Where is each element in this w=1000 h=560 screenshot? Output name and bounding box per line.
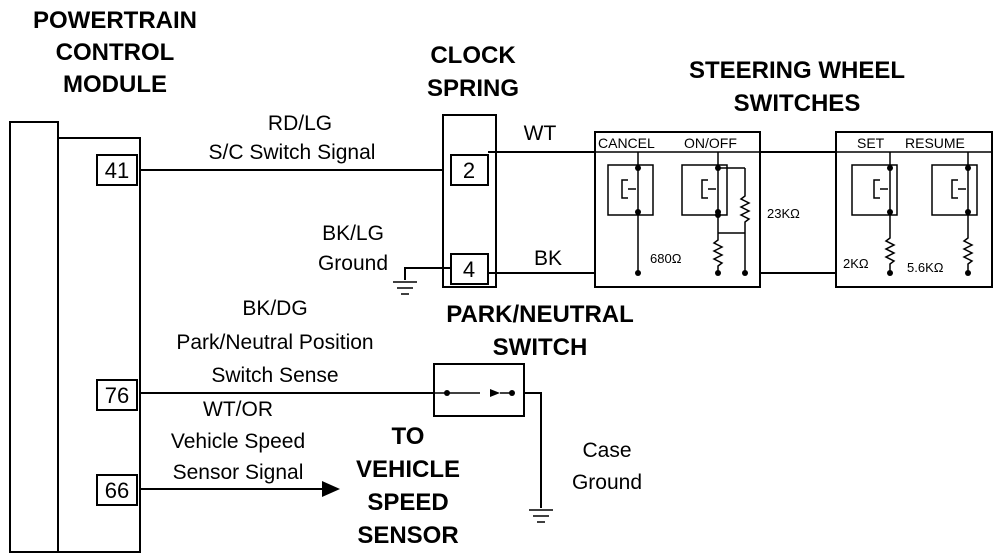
vss-title-line2: VEHICLE	[356, 456, 460, 483]
pn-wire-name-line1: Park/Neutral Position	[176, 331, 373, 354]
vss-title-line3: SPEED	[367, 489, 448, 516]
resistor-2k-label: 2KΩ	[843, 256, 869, 271]
clock-spring-title-line2: SPRING	[427, 75, 519, 102]
vss-wire-name-line1: Vehicle Speed	[171, 430, 305, 453]
vss-title-line1: TO	[392, 423, 425, 450]
vss-arrow-icon	[322, 481, 340, 497]
pcm-pin-76-label: 76	[105, 383, 129, 408]
pn-switch-title-line1: PARK/NEUTRAL	[446, 301, 634, 328]
resistor-680	[712, 233, 724, 276]
pcm-pin-66-label: 66	[105, 478, 129, 503]
steering-title-line1: STEERING WHEEL	[689, 57, 905, 84]
sc-wire-name: S/C Switch Signal	[209, 141, 376, 164]
pcm-pin-66: 66	[96, 474, 138, 506]
resistor-5-6k	[962, 215, 974, 276]
resistor-680-label: 680Ω	[650, 251, 682, 266]
case-ground-label-line1: Case	[582, 439, 631, 462]
wt-wire-label: WT	[524, 122, 557, 145]
ground-wire	[404, 267, 451, 280]
vss-wire-color: WT/OR	[203, 398, 273, 421]
ground-symbol-case	[529, 509, 553, 523]
resume-switch	[931, 152, 978, 216]
set-label: SET	[857, 135, 885, 151]
set-switch	[851, 152, 898, 216]
case-ground-label-line2: Ground	[572, 471, 642, 494]
ground-wire-color: BK/LG	[322, 222, 384, 245]
cancel-label: CANCEL	[598, 135, 655, 151]
case-ground-wire	[524, 392, 542, 508]
cancel-switch	[607, 152, 654, 216]
resistor-23k-label: 23KΩ	[767, 206, 800, 221]
resume-label: RESUME	[905, 135, 965, 151]
switch-pod-set-resume: SET RESUME 2KΩ	[835, 131, 993, 288]
steering-title-line2: SWITCHES	[734, 90, 861, 117]
pcm-title-line3: MODULE	[63, 71, 167, 98]
onoff-label: ON/OFF	[684, 135, 737, 151]
clock-spring-pin-2-label: 2	[463, 158, 475, 183]
pcm-title-line1: POWERTRAIN	[33, 7, 197, 34]
resistor-23k	[718, 167, 751, 276]
park-neutral-switch	[433, 363, 525, 417]
clock-spring-pin-4-label: 4	[463, 257, 475, 282]
vss-wire-name-line2: Sensor Signal	[173, 461, 304, 484]
pn-wire-name-line2: Switch Sense	[211, 364, 338, 387]
pn-switch-title-line2: SWITCH	[493, 334, 588, 361]
resistor-5-6k-label: 5.6KΩ	[907, 260, 944, 275]
pcm-pin-41: 41	[96, 154, 138, 186]
sc-wire-color: RD/LG	[268, 112, 332, 135]
pcm-title-line2: CONTROL	[56, 39, 175, 66]
clock-spring-title-line1: CLOCK	[430, 42, 516, 69]
switch-pod-cancel-onoff: CANCEL ON/OFF	[594, 131, 800, 288]
pn-wire-color: BK/DG	[242, 297, 307, 320]
pcm-pin-41-label: 41	[105, 158, 129, 183]
resistor-2k	[884, 215, 896, 276]
ground-symbol-clock	[393, 281, 417, 295]
bk-wire-label: BK	[534, 247, 562, 270]
clock-spring-pin-4: 4	[450, 253, 489, 285]
vss-title-line4: SENSOR	[357, 522, 458, 549]
clock-spring-pin-2: 2	[450, 154, 489, 186]
ground-wire-name: Ground	[318, 252, 388, 275]
pcm-pin-76: 76	[96, 379, 138, 411]
